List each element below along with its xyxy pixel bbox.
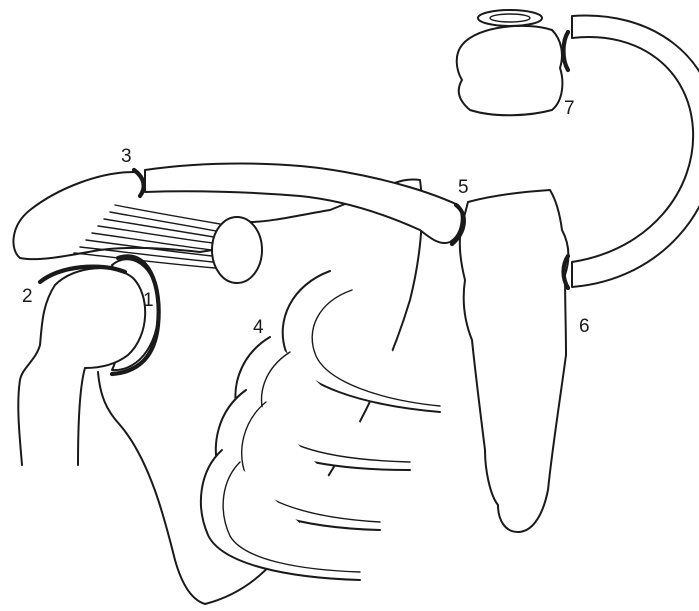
- coracoid-process: [212, 217, 262, 283]
- label-7: 7: [564, 98, 575, 119]
- label-2: 2: [22, 286, 33, 307]
- label-3: 3: [121, 146, 132, 167]
- sternum: [460, 190, 569, 532]
- first-rib: [572, 15, 699, 287]
- label-1: 1: [143, 290, 154, 311]
- vertebral-foramen: [478, 10, 542, 26]
- joint-7-costovertebral: [564, 32, 569, 70]
- label-4: 4: [253, 317, 264, 338]
- label-5: 5: [458, 177, 469, 198]
- label-6: 6: [579, 316, 590, 337]
- vertebra: [457, 26, 563, 115]
